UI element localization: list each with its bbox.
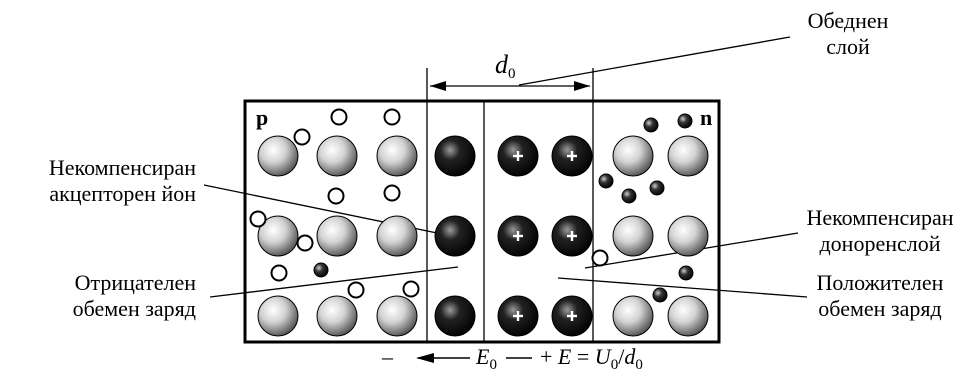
neutral-acceptor-atom bbox=[316, 215, 358, 257]
neutral-donor-atom bbox=[667, 135, 709, 177]
electron bbox=[677, 113, 693, 129]
depletion-width-label: d0 bbox=[495, 50, 516, 83]
donor-ion bbox=[551, 215, 593, 257]
electron bbox=[621, 188, 637, 204]
neutral-donor-atom bbox=[667, 295, 709, 337]
neutral-acceptor-atom bbox=[257, 295, 299, 337]
electron bbox=[678, 265, 694, 281]
hole bbox=[383, 184, 401, 202]
hole bbox=[293, 128, 311, 146]
neutral-acceptor-atom bbox=[257, 135, 299, 177]
hole bbox=[330, 108, 348, 126]
neutral-donor-atom bbox=[612, 215, 654, 257]
neutral-acceptor-atom bbox=[257, 215, 299, 257]
neutral-acceptor-atom bbox=[316, 295, 358, 337]
hole bbox=[296, 234, 314, 252]
hole bbox=[347, 281, 365, 299]
neutral-donor-atom bbox=[612, 295, 654, 337]
field-minus-sign: – bbox=[382, 344, 393, 369]
carrier-layer bbox=[249, 108, 694, 303]
ion-layer bbox=[257, 135, 709, 337]
field-e0-label: E0 bbox=[476, 344, 497, 373]
donor-ion bbox=[497, 215, 539, 257]
n-region-label: n bbox=[700, 105, 713, 130]
donor-ion bbox=[551, 135, 593, 177]
leader-depletion bbox=[518, 36, 791, 86]
neutral-donor-atom bbox=[667, 215, 709, 257]
donor-ion bbox=[497, 135, 539, 177]
p-region-label: p bbox=[256, 105, 269, 130]
neutral-acceptor-atom bbox=[376, 295, 418, 337]
acceptor-ion bbox=[434, 215, 476, 257]
hole bbox=[402, 280, 420, 298]
crystal-outline bbox=[243, 99, 721, 344]
electron bbox=[649, 180, 665, 196]
hole bbox=[591, 249, 609, 267]
field-arrow bbox=[416, 353, 532, 363]
acceptor-ion bbox=[434, 295, 476, 337]
field-formula: + E = U0/d0 bbox=[540, 344, 643, 373]
electron bbox=[643, 117, 659, 133]
neutral-acceptor-atom bbox=[376, 215, 418, 257]
hole bbox=[327, 187, 345, 205]
hole bbox=[270, 264, 288, 282]
leader-negative bbox=[209, 266, 459, 298]
hole bbox=[249, 210, 267, 228]
neutral-acceptor-atom bbox=[376, 135, 418, 177]
hole bbox=[383, 108, 401, 126]
leader-positive bbox=[557, 277, 808, 298]
electron bbox=[652, 287, 668, 303]
donor-ion bbox=[497, 295, 539, 337]
neutral-acceptor-atom bbox=[316, 135, 358, 177]
electron bbox=[598, 173, 614, 189]
donor-ion bbox=[551, 295, 593, 337]
neutral-donor-atom bbox=[612, 135, 654, 177]
electron bbox=[313, 262, 329, 278]
acceptor-ion bbox=[434, 135, 476, 177]
depletion-width-arrow bbox=[430, 81, 590, 91]
